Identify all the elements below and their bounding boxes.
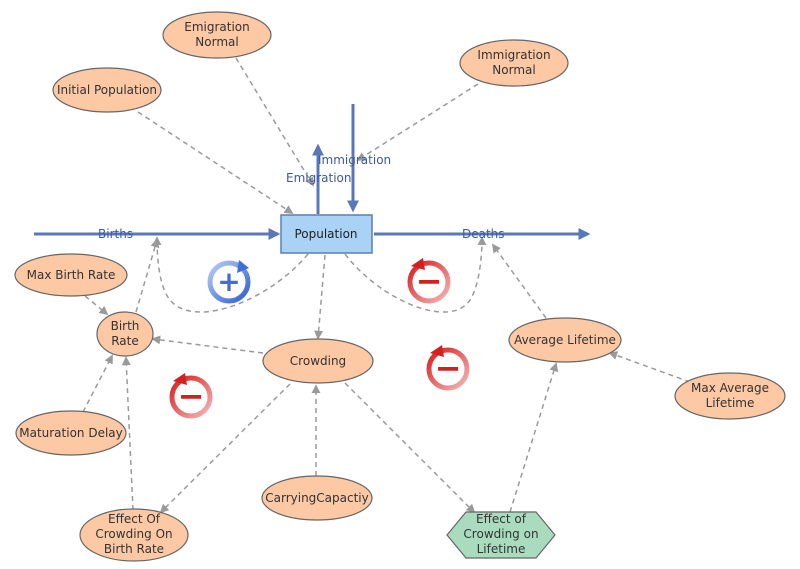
emigration-normal-node[interactable]: Emigration Normal [162,11,272,59]
effect-crowding-lifetime-label-line-1: Effect of [476,512,527,526]
max-birth-rate-label: Max Birth Rate [27,268,116,282]
svg-text:Lifetime: Lifetime [477,542,526,556]
svg-text:Effect Of: Effect Of [108,512,161,526]
svg-text:−: − [416,262,443,300]
effect-crowding-lifetime-label-line-3: Lifetime [477,542,526,556]
causal-links [82,57,691,514]
svg-text:Normal: Normal [195,35,238,49]
maturation-delay-node[interactable]: Maturation Delay [15,410,127,456]
svg-text:Crowding on: Crowding on [463,527,538,541]
svg-text:Birth Rate: Birth Rate [104,542,164,556]
maturation-delay-label: Maturation Delay [19,426,123,440]
svg-text:−: − [178,377,205,415]
birth-rate-label-line-1: Birth [111,319,140,333]
effect-crowding-birth-label-line-3: Birth Rate [104,542,164,556]
effect-of-crowding-on-lifetime-node[interactable]: Effect of Crowding on Lifetime [446,511,556,559]
svg-text:Emigration: Emigration [184,20,250,34]
effect-crowding-birth-label-line-1: Effect Of [108,512,161,526]
svg-text:Immigration: Immigration [477,48,550,62]
immigration-normal-label-line-1: Immigration [477,48,550,62]
svg-text:−: − [435,349,462,387]
svg-text:Effect of: Effect of [476,512,527,526]
birth-rate-node[interactable]: Birth Rate [96,311,154,357]
population-stock-label: Population [294,227,357,241]
emigration-flow-label: Emigration [286,171,352,185]
max-average-lifetime-label-line-2: Lifetime [706,396,755,410]
carrying-capacity-label: CarryingCapactiy [265,491,369,505]
balancing-loop-icon-deaths: − [407,258,451,304]
emigration-normal-label-line-1: Emigration [184,20,250,34]
balancing-loop-icon-birth: − [169,373,213,419]
svg-text:Max Average: Max Average [691,381,769,395]
immigration-normal-label-line-2: Normal [492,63,535,77]
reinforcing-loop-icon: + [207,260,251,304]
immigration-normal-node[interactable]: Immigration Normal [459,39,569,87]
deaths-flow-label: Deaths [462,227,505,241]
svg-text:Birth: Birth [111,319,140,333]
initial-population-node[interactable]: Initial Population [52,67,162,113]
carrying-capacity-node[interactable]: CarryingCapactiy [261,475,373,521]
effect-of-crowding-on-birth-rate-node[interactable]: Effect Of Crowding On Birth Rate [79,508,189,562]
population-stock[interactable]: Population [280,214,373,254]
crowding-label: Crowding [290,354,346,368]
max-birth-rate-node[interactable]: Max Birth Rate [14,253,128,297]
initial-population-label: Initial Population [57,83,157,97]
effect-crowding-lifetime-label-line-2: Crowding on [463,527,538,541]
svg-text:Normal: Normal [492,63,535,77]
emigration-normal-label-line-2: Normal [195,35,238,49]
max-average-lifetime-label-line-1: Max Average [691,381,769,395]
births-flow-label: Births [98,227,133,241]
svg-text:Rate: Rate [111,334,139,348]
average-lifetime-label: Average Lifetime [514,333,616,347]
immigration-flow-label: Immigration [318,153,391,167]
crowding-node[interactable]: Crowding [262,338,374,384]
svg-text:Crowding On: Crowding On [95,527,172,541]
max-average-lifetime-node[interactable]: Max Average Lifetime [674,372,786,420]
svg-text:+: + [217,265,240,298]
balancing-loop-icon-lifetime: − [426,345,470,391]
effect-crowding-birth-label-line-2: Crowding On [95,527,172,541]
average-lifetime-node[interactable]: Average Lifetime [508,317,622,363]
birth-rate-label-line-2: Rate [111,334,139,348]
svg-text:Lifetime: Lifetime [706,396,755,410]
